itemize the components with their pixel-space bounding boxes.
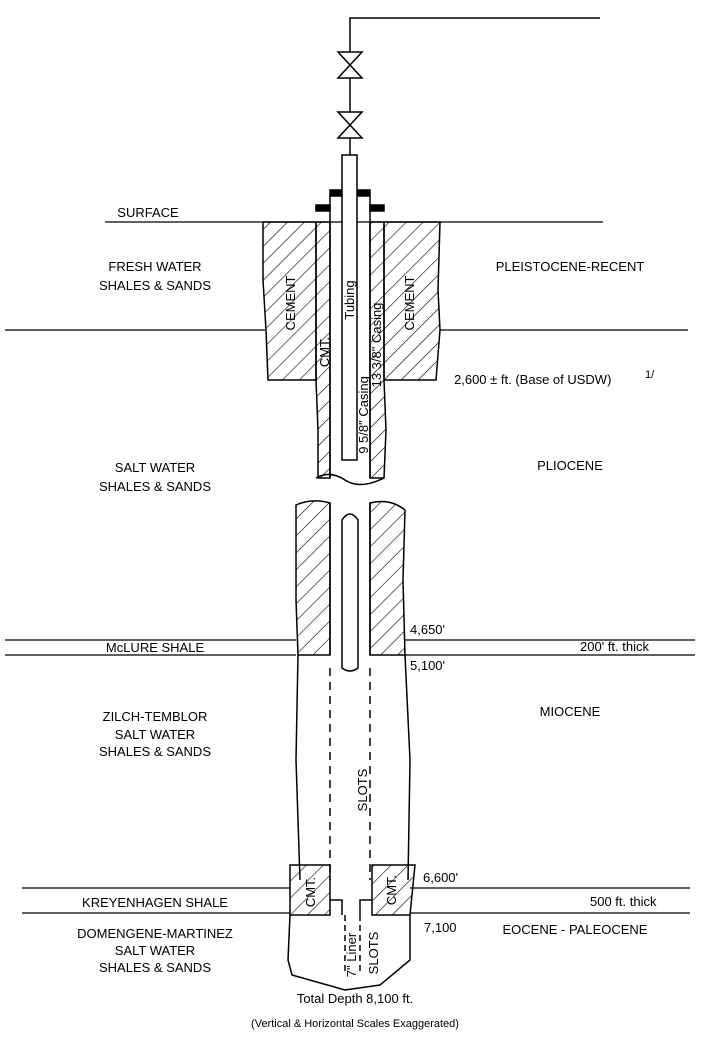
label-domengene-3: SHALES & SANDS xyxy=(99,960,211,975)
label-fresh-water-2: SHALES & SANDS xyxy=(99,278,211,293)
label-zilch-2: SALT WATER xyxy=(115,727,195,742)
formation-lines xyxy=(5,221,695,914)
label-zilch-3: SHALES & SANDS xyxy=(99,744,211,759)
label-cement-left: CEMENT xyxy=(283,275,298,330)
scale-note: (Vertical & Horizontal Scales Exaggerate… xyxy=(251,1018,459,1030)
label-tubing: Tubing xyxy=(342,280,357,319)
label-pliocene: PLIOCENE xyxy=(537,458,603,473)
label-eocene: EOCENE - PALEOCENE xyxy=(503,922,648,937)
tubing-lower xyxy=(341,513,359,672)
label-surface: SURFACE xyxy=(117,205,179,220)
tubing xyxy=(341,154,358,461)
label-kreyenhagen: KREYENHAGEN SHALE xyxy=(82,895,228,910)
label-casing-13: 13 3/8" Casing xyxy=(369,303,384,388)
label-cmt-annulus: CMT. xyxy=(317,337,332,367)
label-slots-lower: SLOTS xyxy=(366,931,381,974)
label-pleistocene: PLEISTOCENE-RECENT xyxy=(496,259,645,274)
wellhead xyxy=(336,17,600,155)
label-cmt-right: CMT. xyxy=(384,875,399,905)
label-domengene: DOMENGENE-MARTINEZ xyxy=(77,926,233,941)
valve-icon xyxy=(336,51,364,79)
label-salt-water-2: SHALES & SANDS xyxy=(99,479,211,494)
middle-well xyxy=(295,500,411,881)
label-mclure-shale: McLURE SHALE xyxy=(106,640,205,655)
label-salt-water: SALT WATER xyxy=(115,460,195,475)
upper-well xyxy=(262,154,441,486)
label-miocene: MIOCENE xyxy=(540,704,601,719)
label-depth-4650: 4,650' xyxy=(410,622,445,637)
label-domengene-2: SALT WATER xyxy=(115,943,195,958)
label-fresh-water: FRESH WATER xyxy=(108,259,201,274)
total-depth: Total Depth 8,100 ft. xyxy=(297,991,413,1006)
label-kreyenhagen-thick: 500 ft. thick xyxy=(590,894,657,909)
bottom-well xyxy=(287,864,416,991)
label-cement-right: CEMENT xyxy=(402,275,417,330)
label-zilch: ZILCH-TEMBLOR xyxy=(103,709,208,724)
label-usdw: 2,600 ± ft. (Base of USDW) xyxy=(454,372,611,387)
label-depth-5100: 5,100' xyxy=(410,658,445,673)
label-slots-upper: SLOTS xyxy=(355,768,370,811)
label-casing-9: 9 5/8" Casing xyxy=(356,376,371,454)
valve-icon xyxy=(336,111,364,139)
label-cmt-left: CMT. xyxy=(303,877,318,907)
label-depth-6600: 6,600' xyxy=(423,870,458,885)
label-depth-7100: 7,100 xyxy=(424,920,457,935)
label-usdw-note: 1/ xyxy=(645,369,655,381)
label-mclure-thick: 200' ft. thick xyxy=(580,639,649,654)
label-liner: 7" Liner xyxy=(344,932,359,977)
